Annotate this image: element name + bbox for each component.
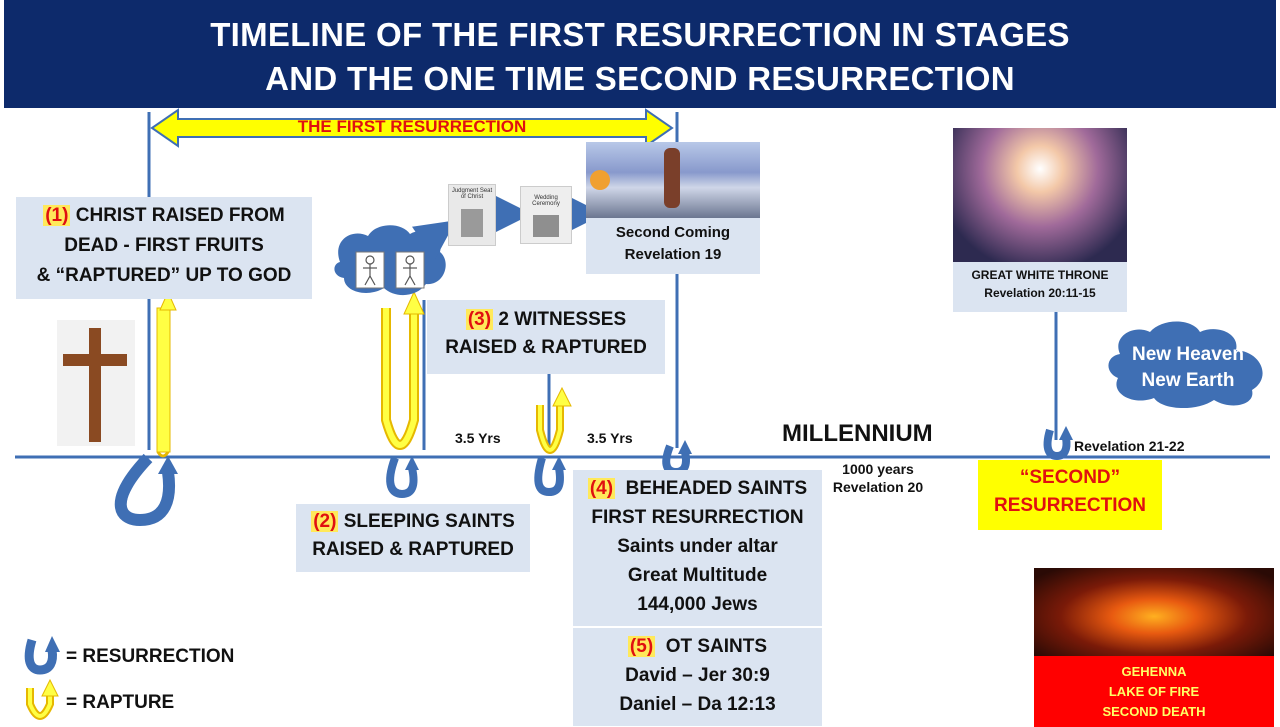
throne-line1: GREAT WHITE THRONE [971,268,1109,282]
revelation-21-22-label: Revelation 21-22 [1074,438,1185,454]
stage3-box: (3) 2 WITNESSES RAISED & RAPTURED [427,300,665,374]
new-heaven-cloud [1108,321,1263,409]
stage5-box: (5) OT SAINTS David – Jer 30:9 Daniel – … [573,628,822,726]
thousand-years-label: 1000 years Revelation 20 [822,460,934,496]
second-coming-line1: Second Coming [615,224,731,241]
thousand-years-line1: 1000 years [842,461,914,477]
stage2-box: (2) SLEEPING SAINTS RAISED & RAPTURED [296,504,530,572]
gehenna-line1: GEHENNA [1121,664,1187,679]
stage3-resurrection-arrow [534,456,564,497]
title-line-2: AND THE ONE TIME SECOND RESURRECTION [265,60,1015,97]
stage4-line4: Great Multitude [627,565,768,586]
new-heaven-line2: New Earth [1141,370,1235,391]
judgment-seat-label: Judgment Seat of Christ [451,188,493,200]
gehenna-line3: SECOND DEATH [1102,704,1206,719]
legend-resurrection-label: = RESURRECTION [66,646,235,667]
stage4-box: (4) BEHEADED SAINTS FIRST RESURRECTION S… [573,470,822,626]
gehenna-box: GEHENNA LAKE OF FIRE SECOND DEATH [1034,656,1274,727]
great-white-throne-image [953,128,1127,264]
stage2-number: (2) [311,511,339,532]
wedding-image: Wedding Ceremony [520,186,572,244]
second-coming-box: Second Coming Revelation 19 [586,218,760,274]
stage5-line2: David – Jer 30:9 [625,665,770,686]
second-resurrection-arrow [1043,428,1071,461]
stage2-line2: RAISED & RAPTURED [312,539,514,560]
stage3-line2: RAISED & RAPTURED [445,337,647,358]
stage4-line1: BEHEADED SAINTS [625,478,808,499]
cloud-to-judgment-arrow [411,220,457,260]
cross-image [57,320,135,446]
stage4-line5: 144,000 Jews [637,594,758,615]
new-heaven-line1: New Heaven [1132,344,1244,365]
rapture-cloud [334,225,446,296]
stage2-line1: SLEEPING SAINTS [343,511,515,532]
years-label-2: 3.5 Yrs [587,430,633,446]
stage5-line1: OT SAINTS [665,636,768,657]
stage1-number: (1) [43,205,71,226]
stage1-line2: DEAD - FIRST FRUITS [64,235,264,256]
lake-of-fire-image [1034,568,1274,656]
stage2-resurrection-arrow [386,456,418,499]
millennium-label: MILLENNIUM [782,420,933,447]
stage1-line1: CHRIST RAISED FROM [75,205,285,226]
years-label-1: 3.5 Yrs [455,430,501,446]
stage4-line2: FIRST RESURRECTION [591,507,804,528]
judgment-seat-image: Judgment Seat of Christ [448,184,496,246]
legend-resurrection-icon [24,638,57,675]
great-white-throne-box: GREAT WHITE THRONE Revelation 20:11-15 [953,262,1127,312]
stage1-line3: & “RAPTURED” UP TO GOD [36,265,292,286]
gehenna-line2: LAKE OF FIRE [1108,684,1200,699]
throne-line2: Revelation 20:11-15 [984,286,1096,300]
stage4-number: (4) [587,478,616,499]
second-coming-line2: Revelation 19 [624,246,722,263]
stage3-number: (3) [465,309,494,330]
wedding-label: Wedding Ceremony [532,195,560,207]
second-coming-image [586,142,760,218]
stage5-line3: Daniel – Da 12:13 [619,694,776,715]
new-heaven-label: New Heaven New Earth [1118,342,1258,394]
second-resurrection-box: “SECOND” RESURRECTION [978,460,1162,530]
stage1-box: (1) CHRIST RAISED FROM DEAD - FIRST FRUI… [16,197,312,299]
stage1-resurrection-arrow [114,453,175,527]
second-resurrection-line1: “SECOND” [1019,467,1121,488]
legend-rapture-label: = RAPTURE [66,692,175,713]
stage4-line3: Saints under altar [617,536,778,557]
title-banner: TIMELINE OF THE FIRST RESURRECTION IN ST… [4,0,1276,108]
stage3-line1: 2 WITNESSES [498,309,627,330]
thousand-years-line2: Revelation 20 [832,479,924,495]
first-resurrection-label: THE FIRST RESURRECTION [297,117,527,136]
stage5-number: (5) [627,636,656,657]
second-resurrection-line2: RESURRECTION [993,495,1146,516]
first-resurrection-double-arrow [150,108,674,148]
title-line-1: TIMELINE OF THE FIRST RESURRECTION IN ST… [210,16,1070,53]
